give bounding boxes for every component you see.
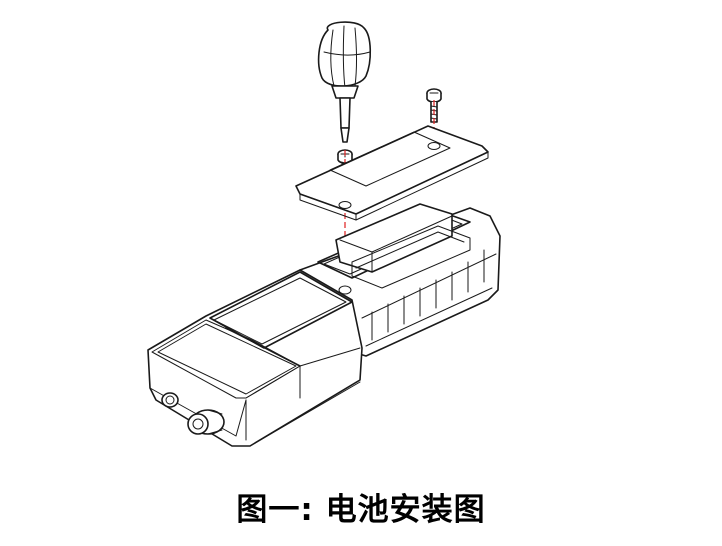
battery-installation-diagram (147, 21, 501, 447)
bnc-connector-icon (187, 409, 225, 435)
screwdriver (317, 21, 372, 143)
small-connector-icon (161, 392, 179, 408)
meter-body (147, 203, 501, 447)
figure-caption: 图一: 电池安装图 (236, 492, 486, 528)
battery-cover (295, 125, 489, 221)
